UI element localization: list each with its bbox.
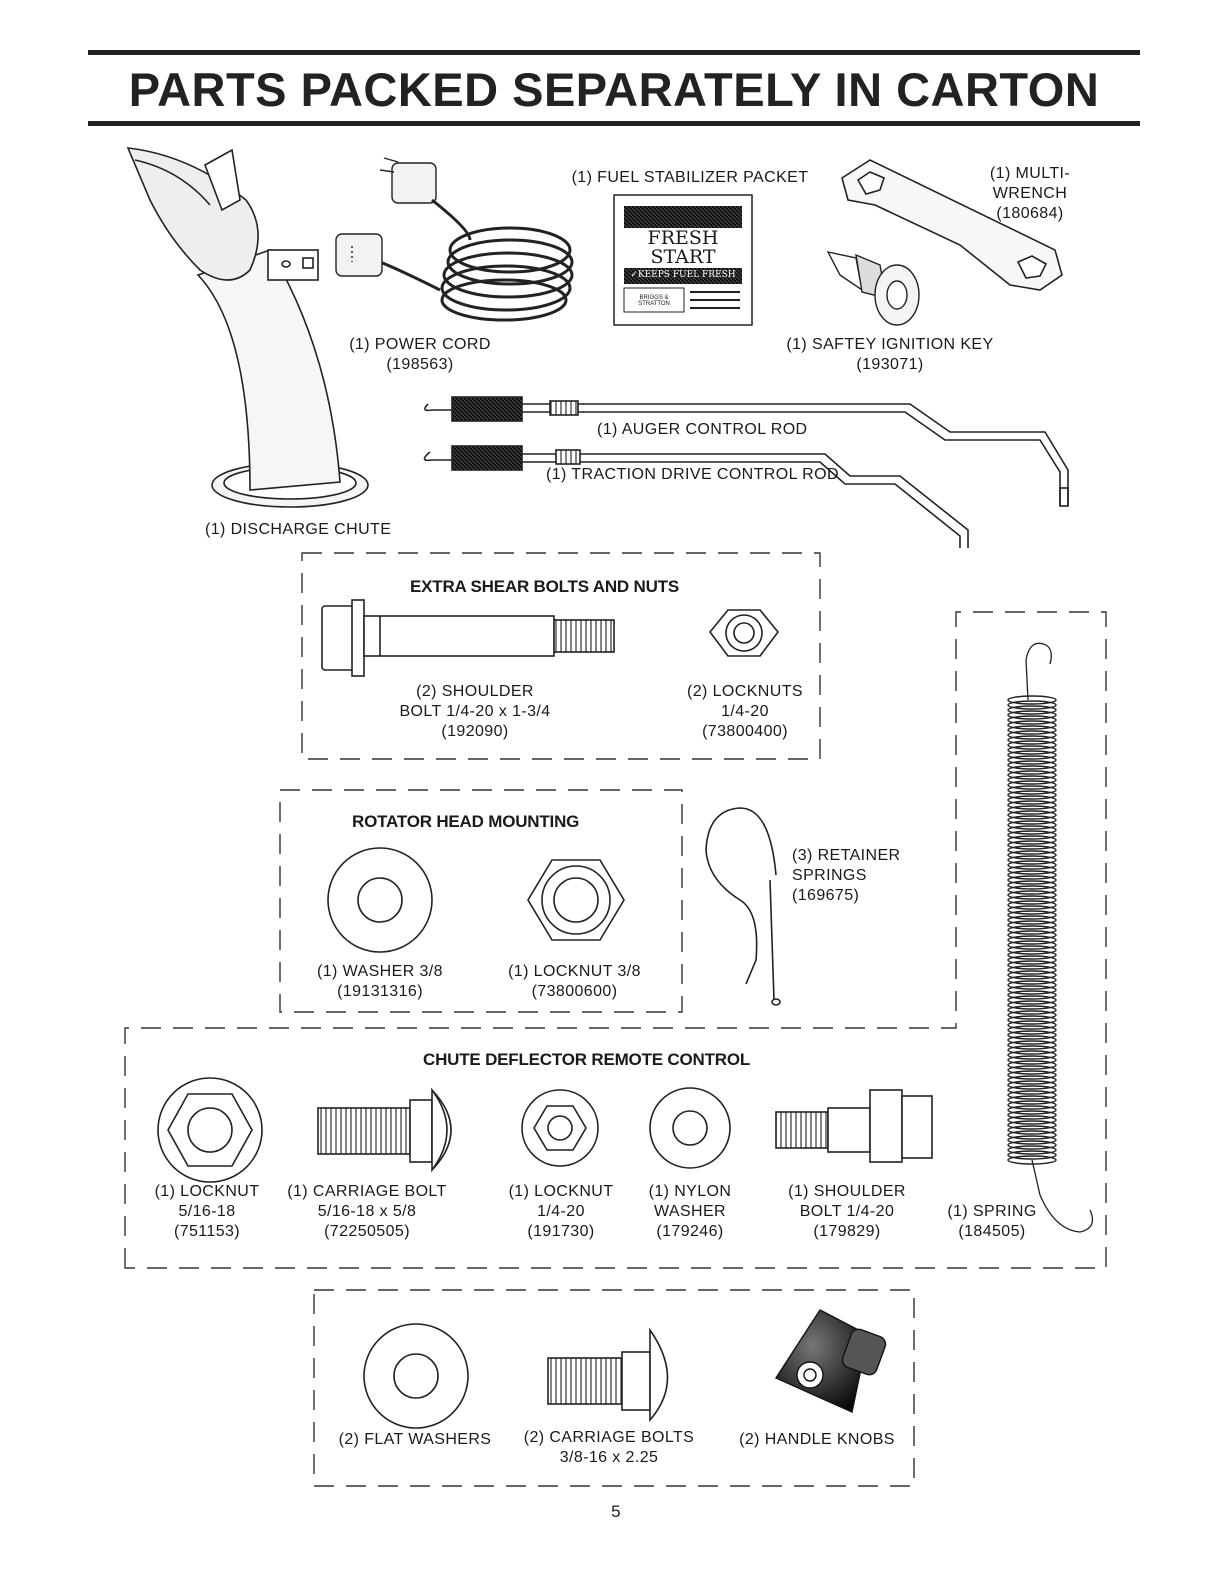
rotator-box [279,789,683,1013]
chute-deflector-heading: CHUTE DEFLECTOR REMOTE CONTROL [423,1050,751,1069]
multi-wrench-drawing [841,159,1063,291]
auger-rod-label: (1) AUGER CONTROL ROD [597,421,808,438]
spring-label: (1) SPRING (184505) [947,1203,1037,1240]
handle-knob-drawing [774,1309,887,1413]
ignition-key-drawing [826,251,920,326]
extension-spring-drawing [1025,642,1094,1233]
cd-item-carriage-bolt: (1) CARRIAGE BOLT 5/16-18 x 5/8 (7225050… [287,1183,447,1240]
cd-item-shoulder-bolt: (1) SHOULDER BOLT 1/4-20 (179829) [788,1183,906,1240]
shear-locknut-drawing [708,609,780,657]
page-title: PARTS PACKED SEPARATELY IN CARTON [128,63,1100,116]
shear-bolts-heading: EXTRA SHEAR BOLTS AND NUTS [410,577,680,596]
ignition-key-label: (1) SAFTEY IGNITION KEY (193071) [786,336,994,373]
multi-wrench-label: (1) MULTI- WRENCH (180684) [989,165,1071,222]
rotator-washer-drawing [327,847,433,953]
page-number: 5 [611,1502,621,1521]
retainer-spring-drawing [705,807,781,1006]
locknut-1-4-drawing [521,1089,599,1167]
rotator-locknut-label: (1) LOCKNUT 3/8 (73800600) [508,963,641,1000]
discharge-chute-drawing [126,147,369,508]
rotator-heading: ROTATOR HEAD MOUNTING [352,812,580,831]
extension-spring-coils [1007,695,1057,1165]
rotator-locknut-drawing [527,859,625,941]
power-cord-drawing [335,157,574,322]
locknut-5-16-drawing [157,1077,263,1183]
fuel-stabilizer-packet-drawing [613,194,753,326]
packet-tagline: ✓KEEPS FUEL FRESH [630,270,736,280]
title-bottom-rule [88,121,1140,126]
shear-bolt-label: (2) SHOULDER BOLT 1/4-20 x 1-3/4 (192090… [399,683,551,740]
rotator-washer-label: (1) WASHER 3/8 (19131316) [317,963,443,1000]
shear-locknut-label: (2) LOCKNUTS 1/4-20 (73800400) [687,683,803,740]
carriage-bolts-label: (2) CARRIAGE BOLTS 3/8-16 x 2.25 [523,1429,695,1466]
chute-deflector-box [124,611,1107,1269]
cd-item-nylon-washer: (1) NYLON WASHER (179246) [648,1183,732,1240]
nylon-washer-drawing [649,1087,731,1169]
cd-item-locknut-1-4: (1) LOCKNUT 1/4-20 (191730) [508,1183,614,1240]
carriage-bolt-3-8-drawing [547,1327,669,1423]
carriage-bolt-5-16-drawing [317,1087,452,1173]
power-cord-label: (1) POWER CORD (198563) [349,336,491,373]
traction-rod-label: (1) TRACTION DRIVE CONTROL ROD [546,466,839,483]
retainer-springs-label: (3) RETAINER SPRINGS (169675) [792,847,901,904]
flat-washers-label: (2) FLAT WASHERS [338,1431,492,1448]
handle-knobs-label: (2) HANDLE KNOBS [739,1431,895,1448]
shoulder-bolt-1-4-drawing [775,1089,933,1163]
bottom-group-box [313,1289,915,1487]
flat-washer-drawing [363,1323,469,1429]
discharge-chute-label: (1) DISCHARGE CHUTE [205,521,392,538]
shear-shoulder-bolt-drawing [321,599,615,677]
shear-bolts-box [301,552,821,760]
packet-brand-line1: FRESH [647,227,719,249]
traction-drive-control-rod-drawing [423,445,969,548]
cd-item-locknut-5-16: (1) LOCKNUT 5/16-18 (751153) [154,1183,260,1240]
packet-logo: BRIGGS & STRATTON [638,295,670,307]
auger-control-rod-drawing [424,396,1069,507]
fuel-stabilizer-label: (1) FUEL STABILIZER PACKET [571,169,809,186]
title-top-rule [88,50,1140,55]
packet-brand-line2: START [650,246,716,268]
